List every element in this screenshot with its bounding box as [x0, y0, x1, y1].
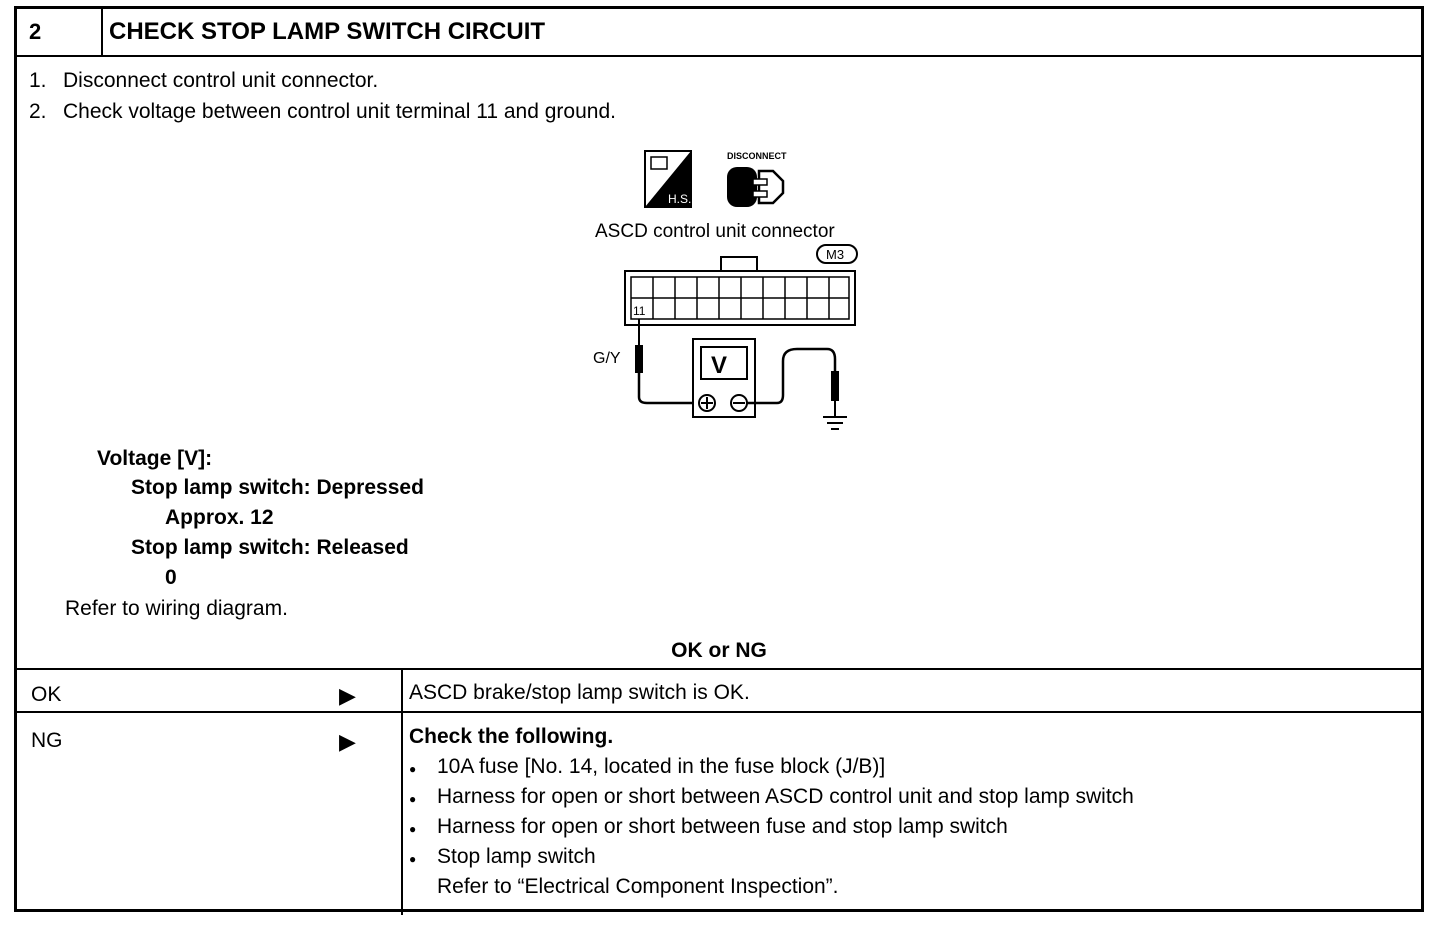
ok-arrow-icon: ▶ — [339, 683, 356, 708]
step-number: 2 — [17, 9, 103, 55]
condition-depressed: Stop lamp switch: Depressed — [131, 476, 424, 499]
value-depressed: Approx. 12 — [165, 506, 274, 529]
terminal-number: 11 — [633, 304, 646, 318]
bullet-icon: ● — [409, 762, 417, 776]
value-released: 0 — [165, 566, 177, 589]
bullet-icon: ● — [409, 822, 417, 836]
connector-id-badge: M3 — [816, 244, 858, 264]
instruction-1: 1. Disconnect control unit connector. — [29, 69, 378, 93]
refer-inspection: Refer to “Electrical Component Inspectio… — [437, 875, 839, 898]
voltage-heading: Voltage [V]: — [97, 447, 213, 470]
instruction-text: Disconnect control unit connector. — [63, 69, 379, 92]
hs-label: H.S. — [668, 192, 691, 206]
step-header: 2 CHECK STOP LAMP SWITCH CIRCUIT — [17, 9, 1421, 57]
meter-label: V — [711, 352, 727, 379]
ok-label: OK — [31, 683, 62, 706]
list-item-text: Stop lamp switch — [437, 845, 596, 868]
column-divider — [401, 668, 403, 915]
step-title: CHECK STOP LAMP SWITCH CIRCUIT — [109, 18, 546, 45]
procedure-frame: 2 CHECK STOP LAMP SWITCH CIRCUIT 1. Disco… — [14, 6, 1424, 915]
result-heading: OK or NG — [671, 639, 767, 662]
disconnect-label: DISCONNECT — [727, 151, 787, 161]
instruction-2: 2. Check voltage between control unit ter… — [29, 100, 616, 124]
ng-label: NG — [31, 729, 63, 752]
ground-icon — [823, 416, 847, 430]
list-item: ● Harness for open or short between ASCD … — [409, 785, 1134, 809]
instruction-number: 1. — [29, 69, 47, 92]
list-item-text: 10A fuse [No. 14, located in the fuse bl… — [437, 755, 886, 778]
voltmeter: V — [692, 338, 756, 418]
ok-result-text: ASCD brake/stop lamp switch is OK. — [409, 681, 750, 704]
ng-arrow-icon: ▶ — [339, 729, 356, 754]
diagram-svg: H.S. DISCONNECT M3 — [593, 150, 858, 430]
list-item: ● Harness for open or short between fuse … — [409, 815, 1008, 839]
list-item-text: Harness for open or short between ASCD c… — [437, 785, 1134, 808]
bullet-icon: ● — [409, 792, 417, 806]
condition-released: Stop lamp switch: Released — [131, 536, 409, 559]
connector-diagram: H.S. DISCONNECT M3 — [577, 149, 887, 444]
divider — [17, 668, 1421, 670]
divider — [17, 711, 1421, 713]
instruction-text: Check voltage between control unit termi… — [63, 100, 616, 123]
disconnect-icon: DISCONNECT — [727, 151, 787, 207]
connector-label: ASCD control unit connector — [595, 221, 835, 242]
list-item: ● 10A fuse [No. 14, located in the fuse b… — [409, 755, 885, 779]
bullet-icon: ● — [409, 852, 417, 866]
connector-body: 11 — [624, 256, 856, 326]
instruction-number: 2. — [29, 100, 47, 123]
refer-wiring: Refer to wiring diagram. — [65, 597, 288, 620]
positive-probe — [635, 319, 705, 405]
list-item-text: Harness for open or short between fuse a… — [437, 815, 1008, 838]
ng-heading: Check the following. — [409, 725, 614, 748]
wire-color-label: G/Y — [593, 350, 621, 367]
list-item: ● Stop lamp switch — [409, 845, 596, 869]
negative-probe — [747, 347, 839, 417]
connector-id: M3 — [826, 247, 844, 262]
harness-side-icon: H.S. — [644, 150, 692, 208]
